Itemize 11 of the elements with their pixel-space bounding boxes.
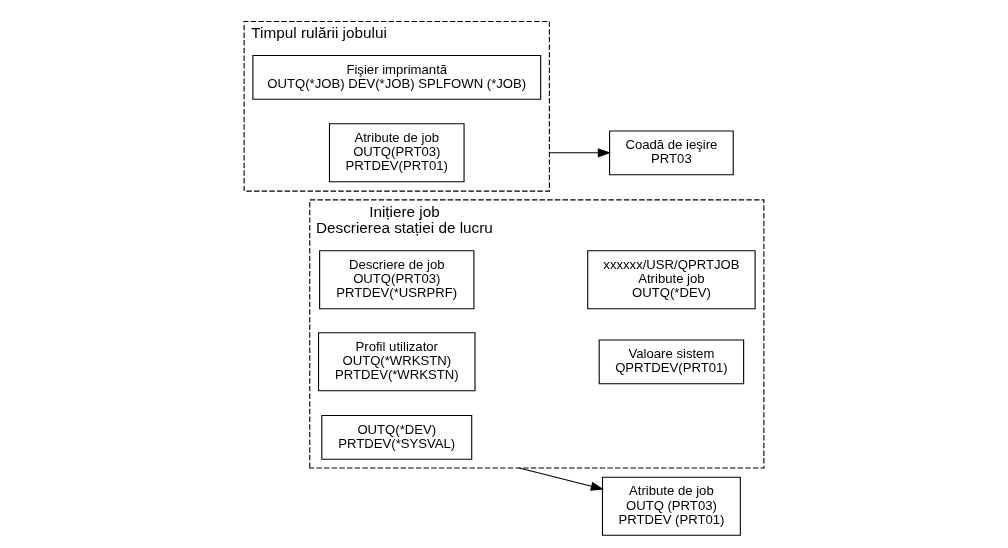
node-box: Valoare sistem QPRTDEV(PRT01) xyxy=(598,339,745,385)
node-box: Atribute de job OUTQ (PRT03) PRTDEV (PRT01) xyxy=(601,476,741,536)
node-box: Atribute de job OUTQ(PRT03) PRTDEV(PRT01) xyxy=(328,123,465,183)
arrow xyxy=(548,148,611,158)
node-box: OUTQ(*DEV) PRTDEV(*SYSVAL) xyxy=(321,414,473,460)
node-box: Profil utilizator OUTQ(*WRKSTN) PRTDEV(*WRKSTN) xyxy=(318,332,476,392)
node-box: xxxxxx/USR/QPRTJOB Atribute job OUTQ(*DEV) xyxy=(587,250,756,310)
arrow xyxy=(518,467,604,491)
node-box: Coadă de ieşire PRT03 xyxy=(609,130,734,176)
node-box: Descriere de job OUTQ(PRT03) PRTDEV(*USRPRF) xyxy=(319,250,475,310)
node-box: Fişier imprimantă OUTQ(*JOB) DEV(*JOB) SPLFOWN (*JOB) xyxy=(252,54,542,100)
